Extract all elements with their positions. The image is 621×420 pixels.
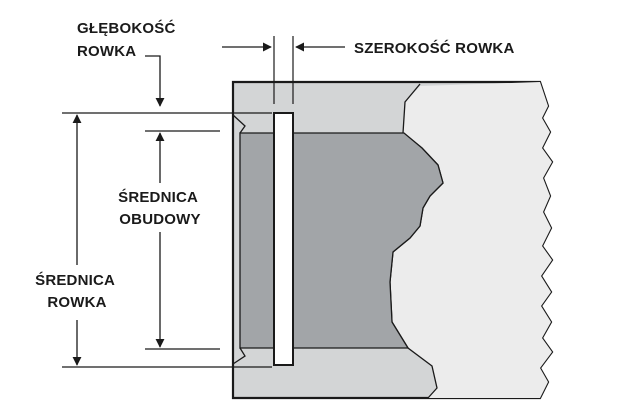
chamfer-top <box>232 114 246 134</box>
groove-depth-label: GŁĘBOKOŚĆ ROWKA <box>77 19 180 60</box>
groove-diameter-label-line2: ROWKA <box>47 294 106 311</box>
housing-diameter-label-line1: ŚREDNICA <box>118 188 198 206</box>
housing-diameter-label: ŚREDNICA OBUDOWY <box>118 188 202 228</box>
groove-diameter-label-line1: ŚREDNICA <box>35 271 115 289</box>
groove-depth-label-line2: ROWKA <box>77 43 136 60</box>
housing-diameter-label-line2: OBUDOWY <box>119 211 200 228</box>
shaft <box>390 82 552 398</box>
groove-depth-label-line1: GŁĘBOKOŚĆ <box>77 19 175 37</box>
groove <box>273 112 294 366</box>
depth-leader <box>145 55 165 107</box>
groove-diameter-label: ŚREDNICA ROWKA <box>35 271 119 311</box>
chamfer-bottom <box>232 347 246 365</box>
groove-width-label: SZEROKOŚĆ ROWKA <box>354 39 515 57</box>
